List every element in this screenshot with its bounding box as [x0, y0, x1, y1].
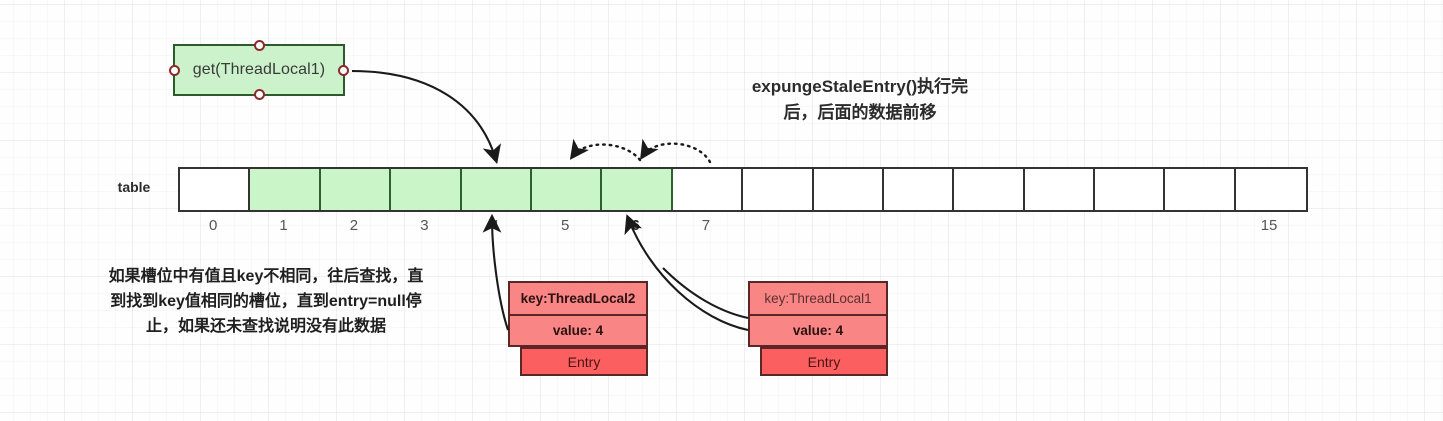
table-row: [178, 167, 1309, 212]
connector-port-right-icon[interactable]: [338, 64, 349, 76]
entry-key-row: key:ThreadLocal1: [748, 281, 888, 314]
arrow-get-to-slot4: [351, 69, 501, 165]
diagram-title-line-2: 后，后面的数据前移: [783, 102, 937, 122]
table-index-label-4: 4: [490, 217, 499, 234]
table-cell-1[interactable]: [250, 169, 321, 210]
diagram-title: expungeStaleEntry()执行完 后，后面的数据前移: [700, 74, 1020, 125]
table-index-label-9: [812, 217, 882, 237]
diagram-title-line-1: expungeStaleEntry()执行完: [751, 77, 969, 96]
table-index-label-7: 7: [701, 217, 711, 234]
explanation-text: 如果槽位中有值且key不相同，往后查找，直 到找到key值相同的槽位，直到ent…: [46, 265, 486, 339]
table-index-label-0: 0: [209, 217, 218, 234]
connector-port-top-icon[interactable]: [253, 40, 265, 51]
table-index-label-1: 1: [279, 217, 288, 234]
table-cell-14[interactable]: [1165, 169, 1236, 210]
explanation-line-3: 止，如果还未查找说明没有此数据: [145, 317, 386, 335]
table-index-label-10: [882, 217, 952, 237]
table-cell-12[interactable]: [1024, 169, 1096, 210]
table-index-label-2: 2: [349, 217, 359, 234]
table-cell-8[interactable]: [743, 169, 814, 210]
table-label: table: [117, 179, 151, 195]
table-index-label-13: [1093, 217, 1163, 237]
table-cell-15[interactable]: [1235, 169, 1307, 210]
table-index-label-14: [1163, 217, 1233, 237]
table-cell-10[interactable]: [883, 169, 955, 210]
table-cell-9[interactable]: [813, 169, 884, 210]
table-cell-5[interactable]: [531, 169, 603, 210]
table-cell-2[interactable]: [320, 169, 392, 210]
entry-box-threadlocal2[interactable]: key:ThreadLocal2 value: 4 Entry: [508, 281, 648, 376]
connector-port-left-icon[interactable]: [169, 64, 180, 76]
explanation-line-2: 到找到key值相同的槽位，直到entry=null停: [110, 292, 422, 310]
arrow-shift-7-to-6: [640, 138, 712, 164]
table-index-label-8: [741, 217, 811, 237]
table-cell-7[interactable]: [672, 169, 744, 210]
table-index-label-6: 6: [631, 217, 640, 234]
table-cell-0[interactable]: [180, 169, 251, 210]
entry-footer-label: Entry: [760, 347, 888, 376]
table-cell-4[interactable]: [461, 169, 532, 210]
entry-footer-label: Entry: [520, 347, 648, 376]
arrow-shift-6-to-5: [569, 138, 642, 162]
table-index-label-11: [952, 217, 1022, 237]
get-threadlocal1-node[interactable]: get(ThreadLocal1): [169, 40, 349, 100]
entry-box-threadlocal1[interactable]: key:ThreadLocal1 value: 4 Entry: [748, 281, 888, 376]
table-index-label-12: [1023, 217, 1093, 237]
entry-value-row: value: 4: [748, 314, 888, 347]
table-index-row: 0 1 2 3 4 5 6 7 15: [178, 217, 1304, 237]
table-index-label-15: 15: [1260, 217, 1278, 234]
table-cell-11[interactable]: [954, 169, 1025, 210]
explanation-line-1: 如果槽位中有值且key不相同，往后查找，直: [108, 268, 424, 285]
table-cell-6[interactable]: [602, 169, 673, 210]
table-cell-3[interactable]: [391, 169, 462, 210]
entry-value-row: value: 4: [508, 314, 648, 347]
line-slot-to-entry2: [662, 267, 749, 320]
table-index-label-5: 5: [560, 217, 570, 234]
entry-key-row: key:ThreadLocal2: [508, 281, 648, 314]
connector-port-bottom-icon[interactable]: [253, 89, 265, 100]
get-node-label: get(ThreadLocal1): [192, 61, 326, 78]
table-cell-13[interactable]: [1095, 169, 1166, 210]
table-index-label-3: 3: [420, 217, 429, 234]
